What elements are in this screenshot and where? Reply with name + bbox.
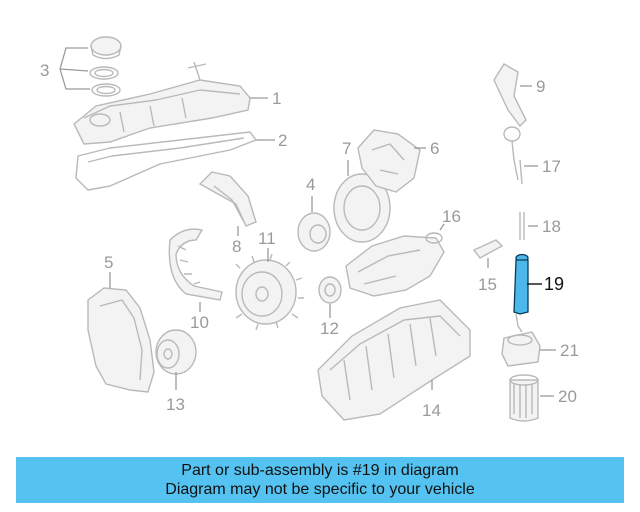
- callout-14: 14: [422, 401, 441, 420]
- callout-5: 5: [104, 253, 113, 272]
- callout-7: 7: [342, 139, 351, 158]
- banner-line-2: Diagram may not be specific to your vehi…: [165, 481, 475, 498]
- part-5-timing-cover: [87, 272, 155, 393]
- part-12-small-gear: [318, 276, 342, 318]
- callout-18: 18: [542, 217, 561, 236]
- callout-3: 3: [40, 61, 49, 80]
- part-6-bracket: [357, 129, 426, 193]
- part-16-oil-pump-body: [345, 223, 445, 297]
- part-18-seal: [519, 212, 538, 240]
- callout-21: 21: [560, 341, 579, 360]
- part-9-tube-bracket: [493, 63, 532, 128]
- part-1-valve-cover: [73, 61, 268, 145]
- part-17-dipstick-handle: [503, 126, 538, 185]
- part-13-crank-pulley: [155, 329, 197, 390]
- banner-line-1: Part or sub-assembly is #19 in diagram: [181, 462, 459, 479]
- callout-8: 8: [232, 237, 241, 256]
- callout-19: 19: [544, 274, 564, 294]
- part-21-filter-housing: [501, 331, 556, 367]
- callout-13: 13: [166, 395, 185, 414]
- callout-4: 4: [306, 175, 315, 194]
- callout-11: 11: [258, 229, 276, 248]
- info-banner: Part or sub-assembly is #19 in diagram D…: [16, 457, 624, 503]
- callout-15: 15: [478, 275, 497, 294]
- part-7-pump-housing: [333, 160, 391, 243]
- callout-17: 17: [542, 157, 561, 176]
- part-19-dipstick-tube: [513, 253, 542, 333]
- callout-20: 20: [558, 387, 577, 406]
- part-3-oil-cap-and-seals: [59, 36, 122, 97]
- part-2-valve-cover-gasket: [75, 131, 275, 191]
- part-14-oil-pan: [317, 299, 471, 421]
- part-15-bracket: [472, 239, 504, 268]
- callout-12: 12: [320, 319, 339, 338]
- callout-9: 9: [536, 77, 545, 96]
- part-10-tensioner-band: [168, 228, 223, 312]
- callout-1: 1: [272, 89, 281, 108]
- callout-6: 6: [430, 139, 439, 158]
- callout-10: 10: [190, 313, 209, 332]
- part-4-crank-gear: [297, 196, 331, 252]
- parts-diagram: 1 2 3 4 5 6 7 8 9 10 11 12 13 14 15 16 1…: [40, 36, 579, 422]
- callout-2: 2: [278, 131, 287, 150]
- part-8-belt-guard: [198, 171, 257, 236]
- part-11-camshaft-sprocket: [235, 248, 304, 331]
- part-20-oil-filter: [509, 374, 554, 422]
- callout-16: 16: [442, 207, 461, 226]
